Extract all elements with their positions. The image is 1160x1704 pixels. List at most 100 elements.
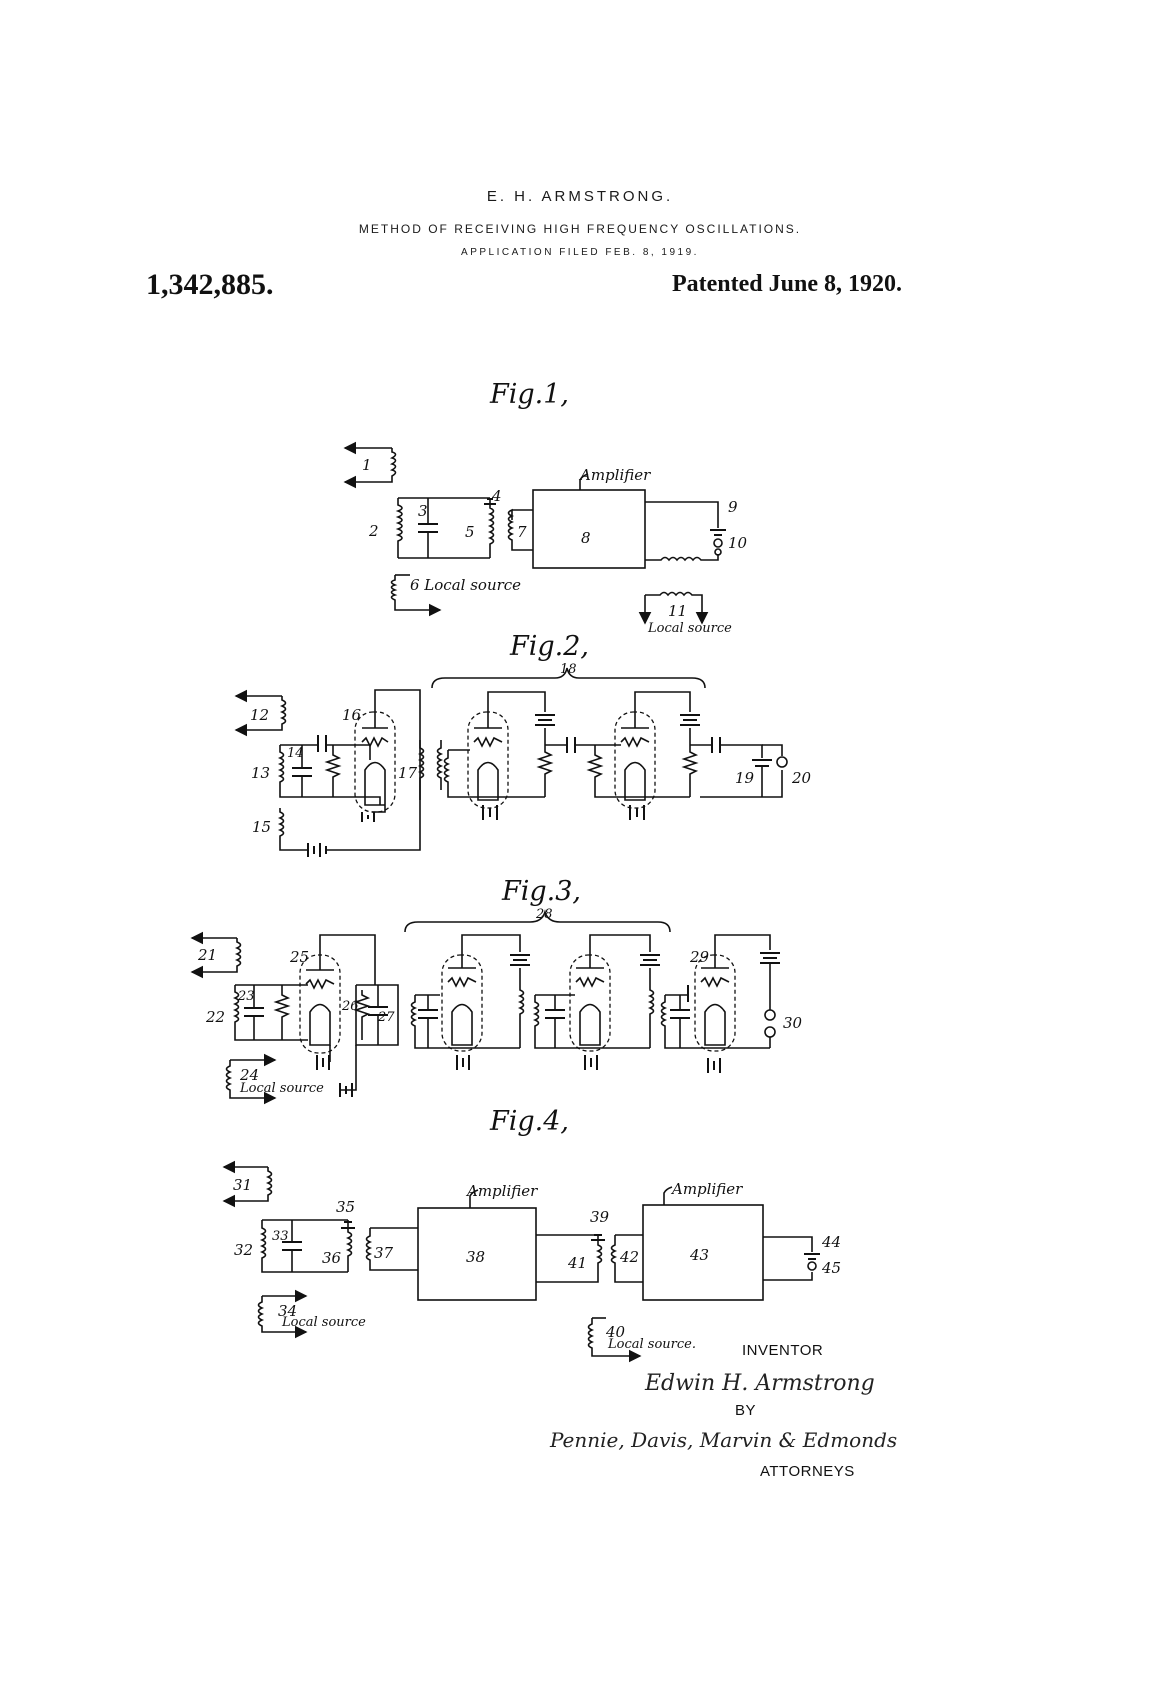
inventor-label: INVENTOR	[742, 1342, 823, 1359]
coil-7	[507, 508, 533, 551]
by-label: BY	[735, 1402, 756, 1419]
antenna-coil-1	[343, 441, 397, 489]
figure-3: Fig.3, 28 21 22 23	[190, 876, 803, 1105]
ref-14: 14	[287, 746, 304, 761]
amplifier-38-leader	[469, 1189, 479, 1208]
coil-42	[610, 1234, 643, 1283]
ref-19: 19	[735, 769, 755, 787]
local-source-24	[225, 1053, 277, 1105]
figure-2: Fig.2, 18 12 13 14 16	[234, 631, 812, 857]
ref-39: 39	[590, 1208, 610, 1226]
ref-29: 29	[689, 948, 710, 966]
coil-37	[365, 1227, 418, 1271]
output-telephone-20	[690, 737, 788, 798]
ref-20: 20	[791, 769, 812, 787]
input-circuit-13-14	[277, 735, 381, 805]
fig2-title: Fig.2,	[509, 631, 589, 662]
ref-32: 32	[234, 1241, 253, 1259]
ref-26: 26	[341, 999, 359, 1014]
patented-date: Patented June 8, 1920.	[672, 271, 902, 297]
vacuum-tube-25	[299, 934, 399, 1097]
ref-15: 15	[252, 818, 271, 836]
output-telephone-10	[645, 501, 726, 562]
amplifier-43-label: Amplifier	[670, 1180, 743, 1198]
ref-38: 38	[466, 1248, 485, 1266]
ref-22: 22	[205, 1008, 225, 1026]
local-source-6-label: 6 Local source	[410, 576, 521, 594]
ref-40: 40	[605, 1323, 626, 1341]
ref-13: 13	[251, 764, 270, 782]
brace-18	[431, 667, 706, 689]
figure-4: Fig.4, 31 32 33 35 36 37 Amplifier 38	[222, 1106, 841, 1363]
antenna-coil-12	[234, 689, 287, 737]
ref-35: 35	[336, 1198, 355, 1216]
amplifier-8-label: Amplifier	[578, 466, 651, 484]
ref-42: 42	[619, 1248, 639, 1266]
ref-31: 31	[233, 1176, 252, 1194]
ref-17: 17	[398, 764, 418, 782]
local-source-11-label: Local source	[647, 621, 732, 636]
input-circuit-32-36	[259, 1219, 355, 1273]
fig1-title: Fig.1,	[489, 379, 569, 410]
ref-8: 8	[581, 529, 591, 547]
ref-27: 27	[377, 1010, 395, 1025]
ref-7: 7	[517, 523, 527, 541]
ref-18: 18	[560, 662, 577, 677]
ref-5: 5	[465, 523, 475, 541]
output-telephone-45	[763, 1236, 820, 1281]
local-source-34-label: Local source	[281, 1315, 366, 1330]
ref-25: 25	[289, 948, 309, 966]
ref-2: 2	[368, 522, 379, 540]
patent-title: METHOD OF RECEIVING HIGH FREQUENCY OSCIL…	[358, 222, 802, 236]
amplifier-stage-a	[443, 691, 605, 820]
attorneys-signature: Pennie, Davis, Marvin & Edmonds	[549, 1428, 897, 1452]
ref-28: 28	[535, 907, 553, 922]
local-source-40-label: Local source.	[607, 1337, 696, 1352]
ref-11: 11	[668, 602, 687, 620]
ref-23: 23	[237, 989, 255, 1004]
ref-12: 12	[250, 706, 269, 724]
amplifier-43-leader	[663, 1186, 673, 1205]
amplifier-stage-2	[532, 934, 660, 1070]
amplifier-38-label: Amplifier	[465, 1182, 538, 1200]
ref-1: 1	[362, 456, 372, 474]
coil-15	[277, 790, 421, 857]
local-source-34	[257, 1289, 308, 1339]
local-source-11	[638, 591, 709, 625]
antenna-coil-21	[190, 931, 242, 979]
ref-10: 10	[728, 534, 748, 552]
amplifier-43-box	[642, 1204, 764, 1301]
ref-37: 37	[374, 1244, 394, 1262]
amplifier-38-box	[417, 1207, 537, 1301]
patent-number: 1,342,885.	[146, 268, 274, 301]
ref-41: 41	[567, 1254, 587, 1272]
inventor-name: E. H. ARMSTRONG.	[486, 188, 674, 205]
ref-16: 16	[342, 706, 362, 724]
coil-41	[536, 1234, 605, 1283]
brace-28	[404, 909, 671, 933]
ref-34: 34	[278, 1302, 297, 1320]
ref-24: 24	[239, 1066, 259, 1084]
figure-1: Fig.1, 1 2 3 4 5 7 Amplifier 8	[343, 379, 748, 636]
input-circuit-22-23	[232, 984, 308, 1041]
ref-33: 33	[272, 1229, 289, 1244]
amplifier-stage-1	[410, 934, 530, 1070]
local-source-6	[390, 574, 442, 617]
tuned-circuit-2-3	[395, 497, 496, 559]
antenna-coil-31	[222, 1160, 273, 1208]
vacuum-tube-16	[354, 689, 421, 822]
coupling-coil-17	[417, 740, 444, 790]
filing-date: APPLICATION FILED FEB. 8, 1919.	[461, 247, 699, 258]
signature-block: INVENTOR Edwin H. Armstrong BY Pennie, D…	[549, 1342, 897, 1480]
ref-21: 21	[197, 946, 217, 964]
fig3-title: Fig.3,	[501, 876, 581, 907]
local-source-24-label: Local source	[239, 1081, 324, 1096]
fig4-title: Fig.4,	[489, 1106, 569, 1137]
amplifier-stage-b	[586, 691, 700, 820]
ref-9: 9	[728, 498, 738, 516]
ref-36: 36	[322, 1249, 342, 1267]
ref-44: 44	[821, 1233, 841, 1251]
amplifier-8-box	[532, 489, 646, 569]
ref-43: 43	[689, 1246, 709, 1264]
